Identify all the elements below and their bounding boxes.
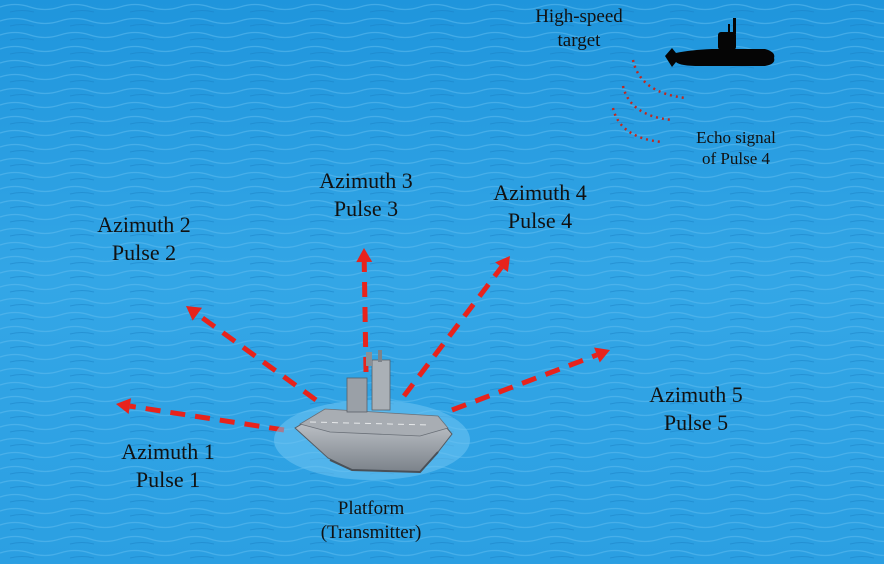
pulse-2-name: Pulse 2 — [111, 239, 177, 265]
pulse-4-name: Pulse 4 — [507, 207, 573, 233]
pulse-1-name: Pulse 1 — [135, 466, 201, 492]
echo-arc-1 — [631, 59, 687, 100]
submarine-icon — [665, 18, 775, 67]
azimuth-3-name: Azimuth 3 — [319, 168, 413, 193]
echo-line-1: Echo signal — [696, 128, 776, 147]
azimuth-5-name: Azimuth 5 — [649, 382, 743, 407]
azimuth-5-label: Azimuth 5 Pulse 5 — [636, 381, 756, 436]
pulse-beams — [116, 248, 610, 433]
platform-line-2: (Transmitter) — [320, 521, 422, 543]
platform-line-1: Platform — [337, 498, 405, 519]
platform-label: Platform (Transmitter) — [296, 497, 446, 545]
azimuth-4-name: Azimuth 4 — [493, 180, 587, 205]
pulse-4-beam-line — [402, 265, 504, 398]
pulse-2-arrowhead — [186, 306, 203, 321]
azimuth-3-label: Azimuth 3 Pulse 3 — [306, 167, 426, 222]
echo-line-2: of Pulse 4 — [702, 149, 770, 169]
pulse-4-arrowhead — [495, 256, 510, 272]
pulse-3-name: Pulse 3 — [333, 195, 399, 221]
aircraft-carrier-icon — [274, 350, 470, 480]
echo-signal-arcs — [611, 59, 687, 144]
pulse-5-name: Pulse 5 — [663, 409, 729, 435]
azimuth-1-name: Azimuth 1 — [121, 439, 215, 464]
pulse-1-arrowhead — [116, 398, 132, 415]
target-line-1: High-speed — [535, 6, 623, 27]
pulse-5-beam-line — [451, 352, 598, 413]
pulse-1-beam-line — [129, 403, 285, 433]
pulse-5-arrowhead — [594, 347, 610, 363]
pulse-3-beam-line — [361, 261, 369, 373]
target-label: High-speed target — [516, 5, 642, 53]
azimuth-4-label: Azimuth 4 Pulse 4 — [480, 179, 600, 234]
echo-label: Echo signal of Pulse 4 — [676, 127, 796, 170]
pulse-3-arrowhead — [356, 248, 373, 263]
azimuth-2-name: Azimuth 2 — [97, 212, 191, 237]
azimuth-1-label: Azimuth 1 Pulse 1 — [108, 438, 228, 493]
azimuth-2-label: Azimuth 2 Pulse 2 — [84, 211, 204, 266]
target-line-2: target — [557, 29, 601, 51]
